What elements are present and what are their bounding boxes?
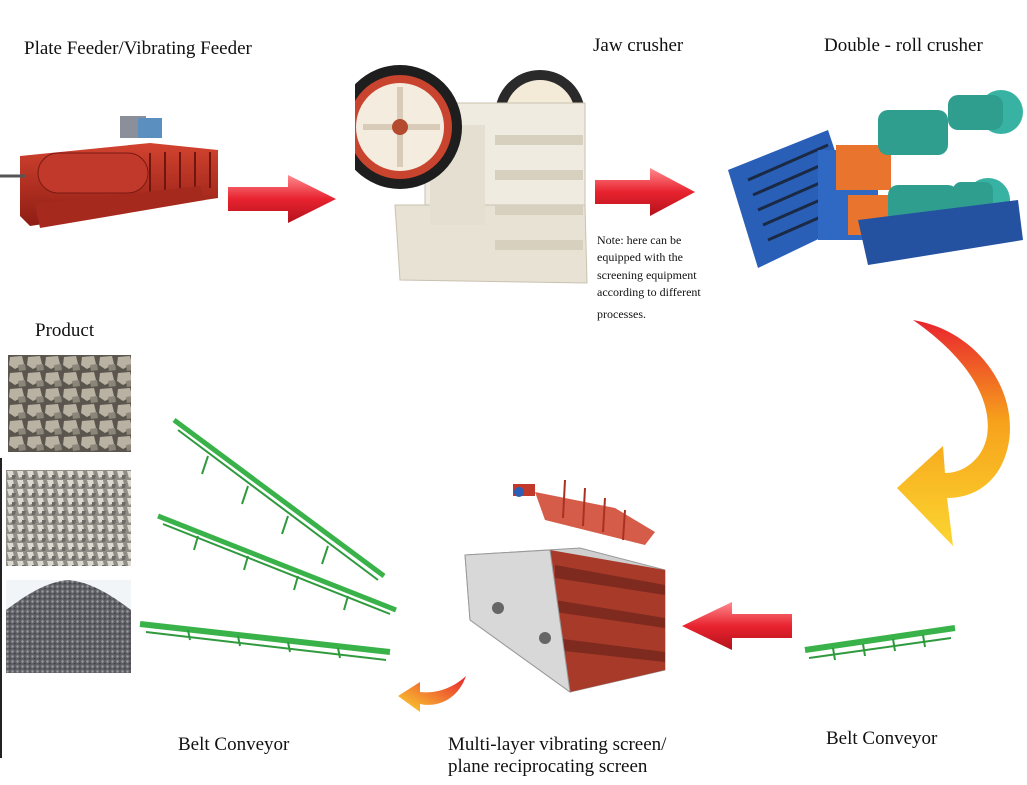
divider-line bbox=[0, 458, 2, 758]
note-line: according to different bbox=[597, 285, 701, 300]
belt-conveyor-left-label: Belt Conveyor bbox=[178, 734, 290, 755]
belt-conveyor-right-label: Belt Conveyor bbox=[826, 728, 938, 749]
flow-arrow-feeder-to-jaw bbox=[228, 175, 336, 223]
jaw-crusher-label: Jaw crusher bbox=[593, 35, 684, 56]
flow-arrow-conveyor-to-screen bbox=[682, 602, 792, 650]
belt-conveyor-right-image bbox=[804, 625, 956, 661]
jaw-crusher-image bbox=[355, 65, 588, 284]
product-photo-fine bbox=[6, 580, 131, 673]
vibrating-screen-image bbox=[464, 479, 666, 694]
flow-arrow-jaw-to-roll bbox=[595, 168, 695, 216]
screening-note: Note: here can be equipped with the scre… bbox=[597, 232, 701, 323]
screen-label-line1: Multi-layer vibrating screen/ bbox=[448, 734, 667, 755]
flow-arrow-curved-down bbox=[897, 320, 1010, 546]
product-photo-medium bbox=[6, 470, 131, 566]
belt-conveyors-left-image bbox=[139, 418, 397, 661]
note-line: Note: here can be bbox=[597, 233, 682, 247]
product-label: Product bbox=[35, 320, 95, 341]
note-line: processes. bbox=[597, 306, 646, 321]
plate-feeder-label: Plate Feeder/Vibrating Feeder bbox=[24, 38, 252, 59]
note-line: screening equipment bbox=[597, 267, 697, 282]
flow-arrow-small-curved bbox=[398, 676, 466, 712]
note-line: equipped with the bbox=[597, 250, 683, 265]
product-photo-coarse bbox=[8, 355, 131, 452]
double-roll-crusher-image bbox=[728, 90, 1023, 268]
screen-label-line2: plane reciprocating screen bbox=[448, 756, 648, 777]
double-roll-crusher-label: Double - roll crusher bbox=[824, 35, 983, 56]
plate-feeder-image bbox=[0, 116, 218, 228]
